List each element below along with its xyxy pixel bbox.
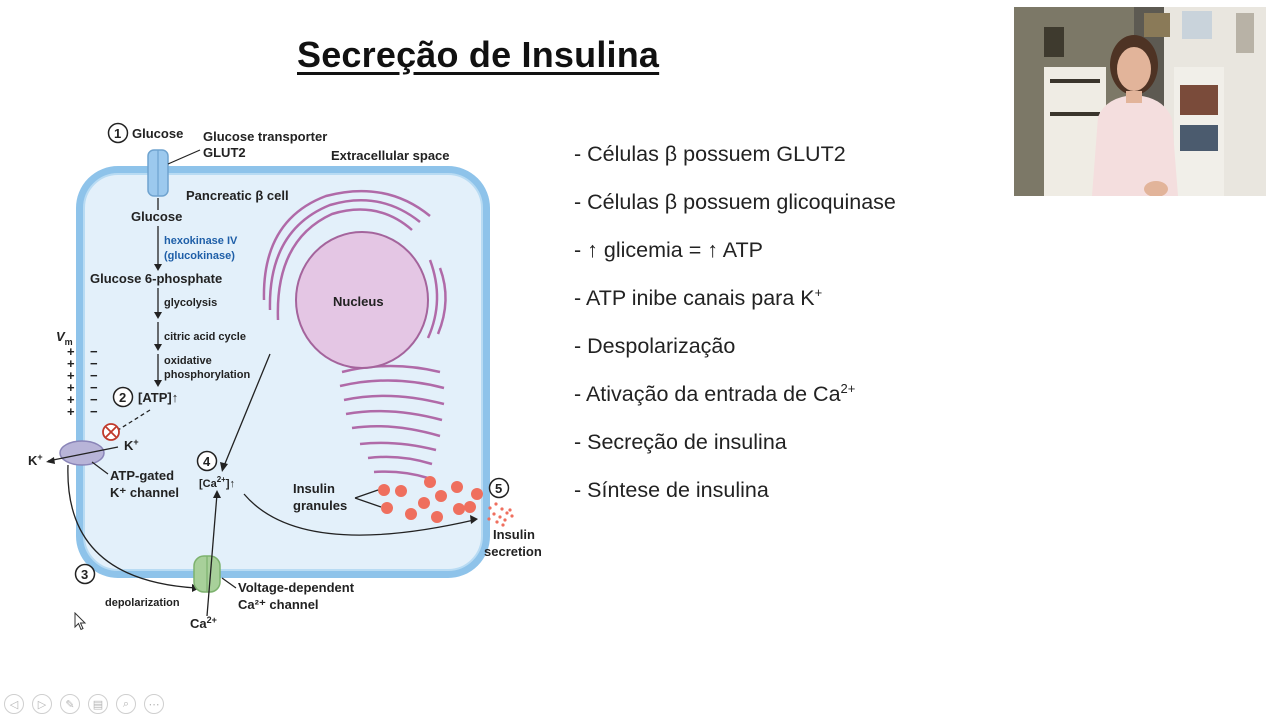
step-2-number: 2 [119, 390, 126, 405]
slide-title: Secreção de Insulina [297, 34, 659, 76]
nucleus-label: Nucleus [333, 294, 384, 309]
phosphorylation-label: phosphorylation [164, 369, 250, 381]
pen-icon[interactable]: ✎ [60, 694, 80, 714]
next-icon[interactable]: ▷ [32, 694, 52, 714]
mouse-cursor-icon [74, 612, 88, 632]
slideshow-toolbar: ◁ ▷ ✎ ▤ ⌕ ⋯ [4, 694, 164, 716]
bullet-item: - Despolarização [574, 332, 896, 380]
atp-gated-label: ATP-gated [110, 468, 174, 483]
insulin-secretion-label-1: Insulin [493, 527, 535, 542]
step-3-number: 3 [81, 567, 88, 582]
svg-text:−: − [90, 404, 98, 419]
atp-label: [ATP]↑ [138, 390, 178, 405]
ca-bottom-label: Ca2+ [190, 615, 217, 631]
k-channel-label: K⁺ channel [110, 485, 179, 500]
glucokinase-label: (glucokinase) [164, 250, 235, 262]
depolarization-label: depolarization [105, 597, 180, 609]
glut2-label: GLUT2 [203, 145, 246, 160]
transporter-label: Glucose transporter [203, 129, 327, 144]
g6p-label: Glucose 6-phosphate [90, 271, 222, 286]
bullet-item: - Ativação da entrada de Ca2+ [574, 380, 896, 428]
presenter-video-frame [1014, 7, 1266, 196]
bullet-item: - ATP inibe canais para K+ [574, 284, 896, 332]
step-4-number: 4 [203, 454, 211, 469]
glucose-outside-label: Glucose [132, 126, 183, 141]
svg-text:+: + [67, 404, 75, 419]
cell-membrane [80, 170, 486, 574]
bullet-item: - Síntese de insulina [574, 476, 896, 524]
insulin-secretion-label-2: secretion [484, 544, 542, 559]
insulin-secretion-diagram: Nucleus 1 Glucose Glucose transporter GL… [0, 110, 560, 640]
slides-icon[interactable]: ▤ [88, 694, 108, 714]
insulin-granules-label-2: granules [293, 498, 347, 513]
glycolysis-label: glycolysis [164, 297, 217, 309]
prev-icon[interactable]: ◁ [4, 694, 24, 714]
bullet-item: - ↑ glicemia = ↑ ATP [574, 236, 896, 284]
bullet-item: - Células β possuem glicoquinase [574, 188, 896, 236]
step-5-number: 5 [495, 481, 502, 496]
bullet-item: - Secreção de insulina [574, 428, 896, 476]
citric-acid-label: citric acid cycle [164, 331, 246, 343]
insulin-granules-label-1: Insulin [293, 481, 335, 496]
bullet-list: - Células β possuem GLUT2 - Células β po… [574, 140, 896, 524]
oxidative-label: oxidative [164, 355, 212, 367]
k-outside-label: K+ [28, 452, 43, 468]
cell-title: Pancreatic β cell [186, 188, 289, 203]
glucose-inside-label: Glucose [131, 209, 182, 224]
extracellular-label: Extracellular space [331, 148, 450, 163]
step-1-number: 1 [114, 126, 121, 141]
presenter-video[interactable] [1014, 7, 1266, 196]
more-icon[interactable]: ⋯ [144, 694, 164, 714]
vdcc-label-2: Ca²⁺ channel [238, 597, 319, 612]
bullet-item: - Células β possuem GLUT2 [574, 140, 896, 188]
insulin-secretion-dots [487, 502, 513, 526]
zoom-icon[interactable]: ⌕ [116, 694, 136, 714]
atp-gated-k-channel [60, 441, 104, 465]
hexokinase-label: hexokinase IV [164, 235, 238, 247]
vdcc-label-1: Voltage-dependent [238, 580, 355, 595]
